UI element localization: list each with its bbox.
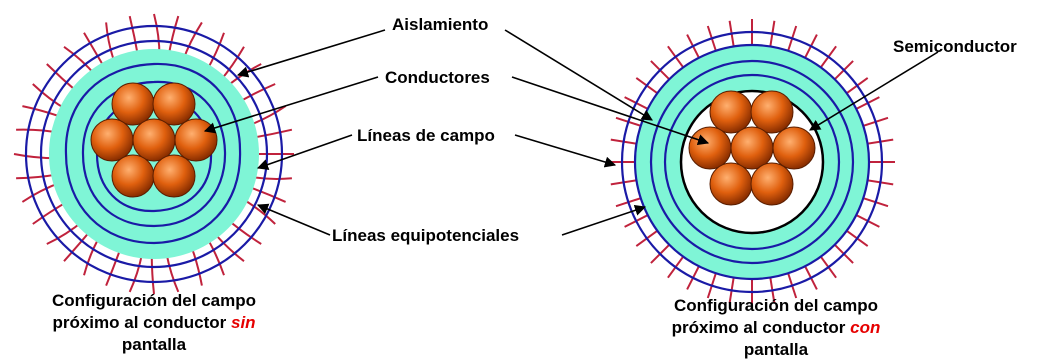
arrow-aislamiento-right	[504, 29, 653, 121]
caption-left-line2-prefix: próximo al conductor	[52, 313, 231, 332]
arrow-conductores-left	[203, 76, 379, 134]
conductor-strand	[709, 90, 753, 134]
arrow-aislamiento-left	[236, 29, 386, 78]
conductor-strand	[730, 126, 774, 170]
conductor-strand	[152, 154, 196, 198]
caption-left: Configuración del campo próximo al condu…	[52, 291, 256, 354]
conductor-strand	[174, 118, 218, 162]
conductor-strand	[750, 162, 794, 206]
conductor-strand	[132, 118, 176, 162]
caption-right-emphasis: con	[850, 318, 880, 337]
arrow-equipotenciales-right	[561, 204, 647, 236]
cable-with-shield	[609, 19, 895, 305]
equipotential-lines-left	[24, 24, 284, 284]
conductor-strand	[750, 90, 794, 134]
leader-arrows	[203, 29, 939, 236]
label-lineas-equipotenciales: Líneas equipotenciales	[332, 226, 519, 245]
conductor-strand	[152, 82, 196, 126]
conductor-strand	[111, 82, 155, 126]
caption-right-line2: próximo al conductor con	[672, 318, 881, 337]
cable-without-shield	[13, 13, 294, 295]
conductor-strand	[111, 154, 155, 198]
conductor-strand	[772, 126, 816, 170]
conductors-right	[688, 90, 816, 206]
label-aislamiento: Aislamiento	[392, 15, 488, 34]
label-lineas-campo: Líneas de campo	[357, 126, 495, 145]
caption-left-line1: Configuración del campo	[52, 291, 256, 310]
caption-left-emphasis: sin	[231, 313, 256, 332]
arrow-semiconductor	[809, 51, 939, 131]
arrow-equipotenciales-left	[256, 203, 331, 236]
caption-left-line3: pantalla	[122, 335, 187, 354]
equipotential-lines-right	[620, 30, 884, 294]
arrow-conductores-right	[511, 76, 710, 146]
arrow-lineas-campo-right	[514, 134, 617, 168]
caption-right: Configuración del campo próximo al condu…	[672, 296, 881, 359]
label-conductores: Conductores	[385, 68, 490, 87]
caption-right-line2-prefix: próximo al conductor	[672, 318, 851, 337]
label-semiconductor: Semiconductor	[893, 37, 1017, 56]
caption-left-line2: próximo al conductor sin	[52, 313, 255, 332]
conductor-strand	[688, 126, 732, 170]
caption-right-line1: Configuración del campo	[674, 296, 878, 315]
arrow-lineas-campo-left	[256, 134, 353, 170]
caption-right-line3: pantalla	[744, 340, 809, 359]
conductor-strand	[90, 118, 134, 162]
conductor-strand	[709, 162, 753, 206]
